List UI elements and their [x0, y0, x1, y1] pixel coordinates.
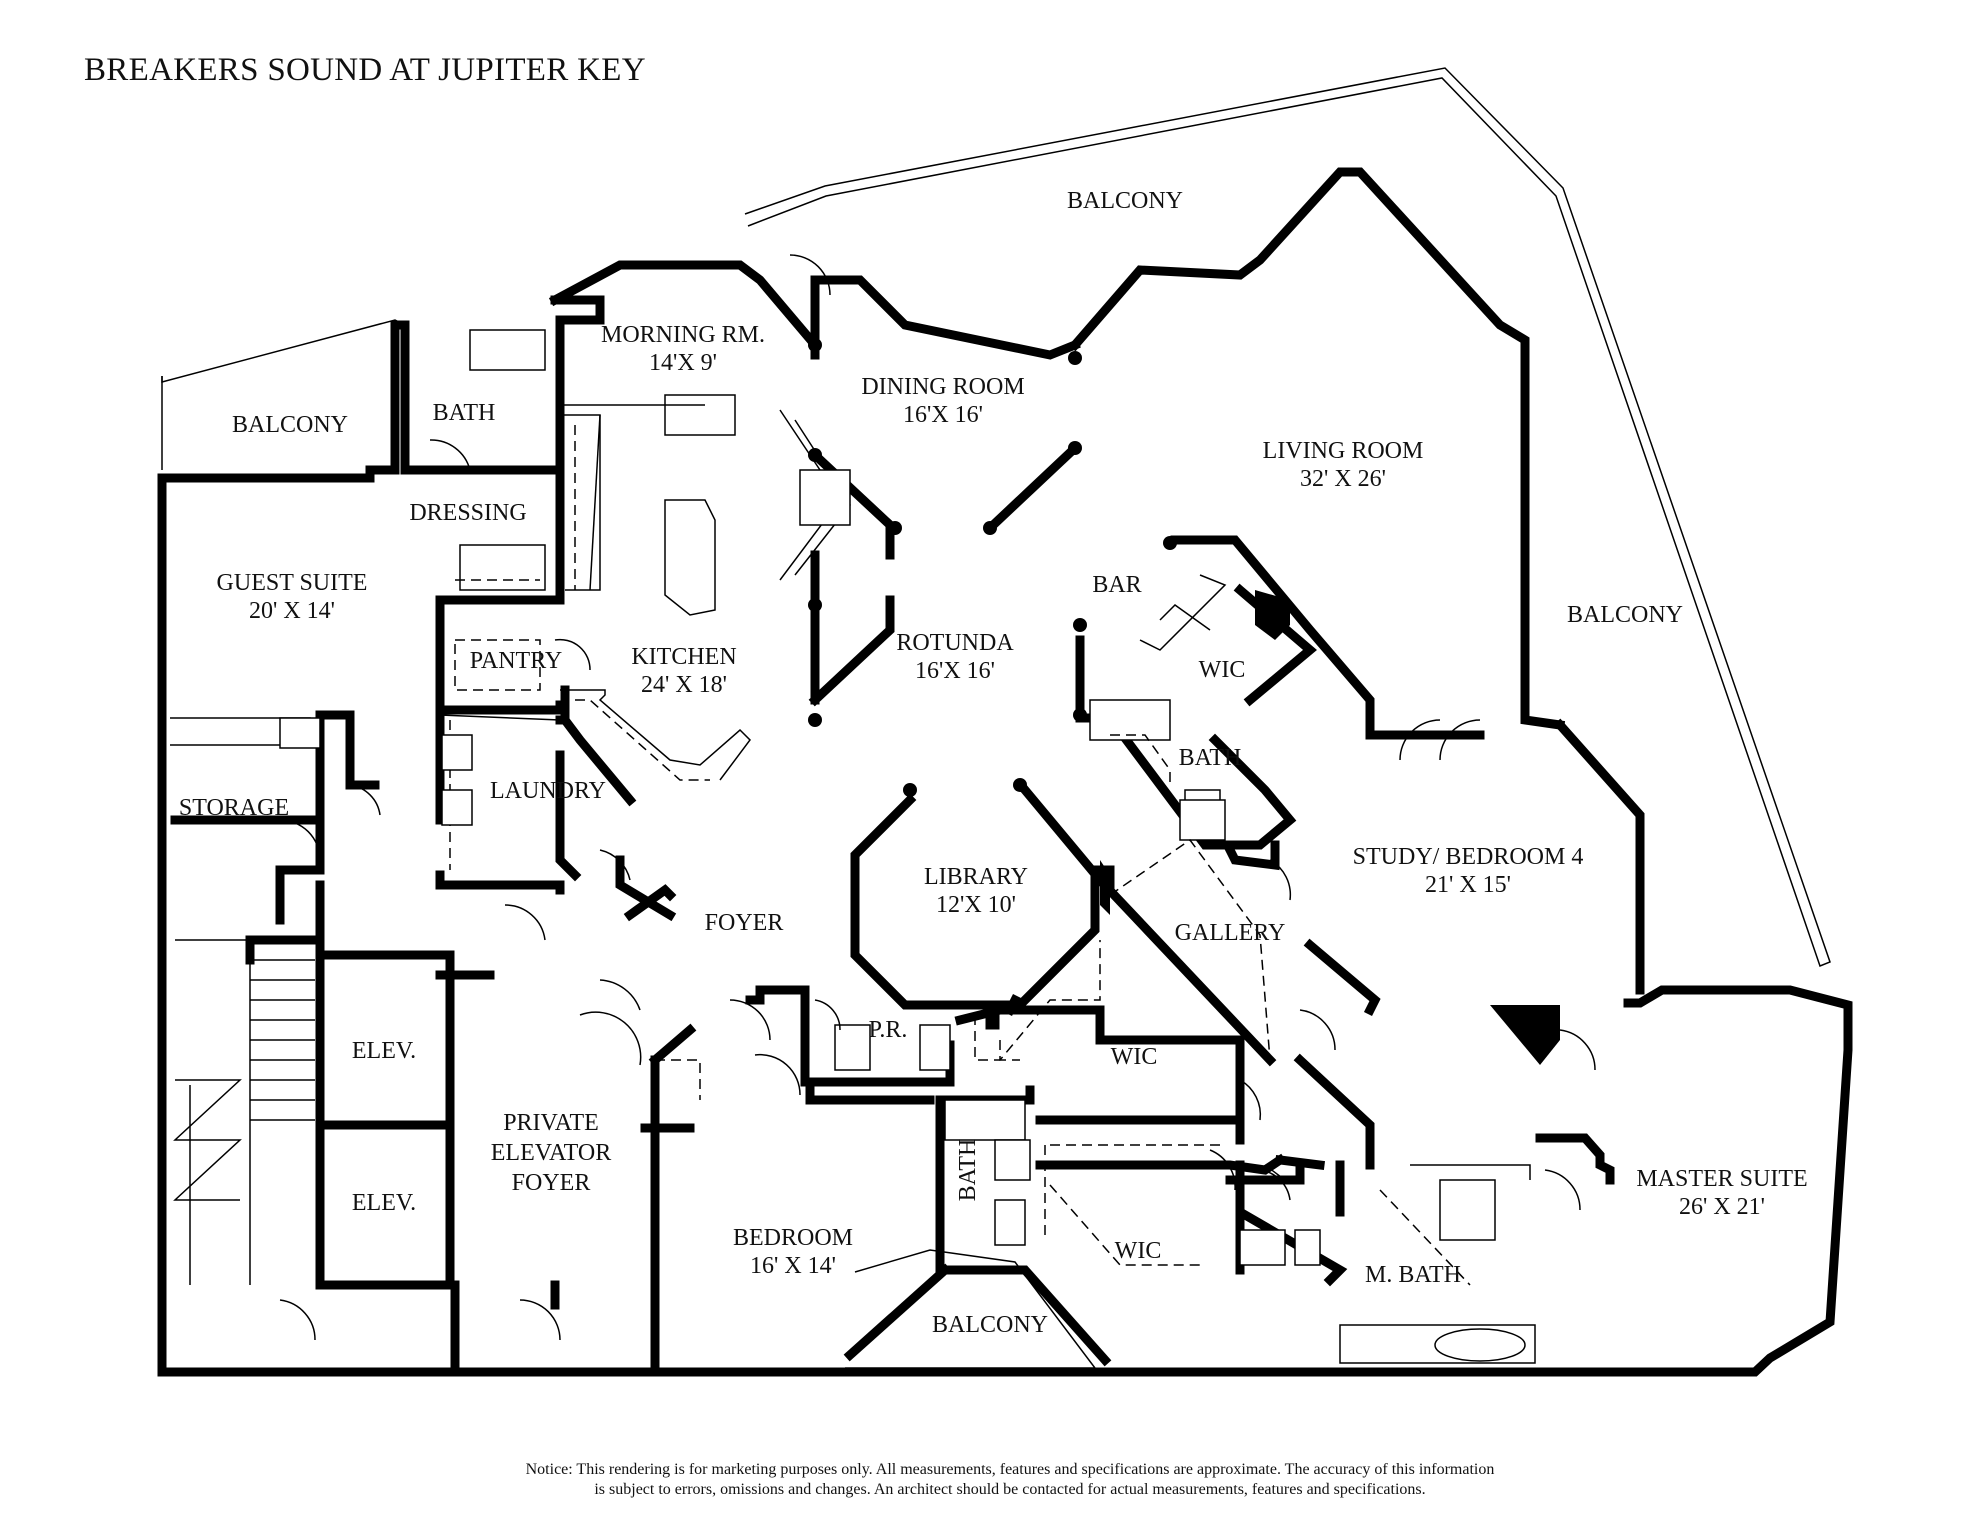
disclaimer-notice: Notice: This rendering is for marketing …: [420, 1460, 1600, 1500]
label-bath-bedroom: BATH: [955, 1139, 981, 1202]
cooktop-icon: [799, 469, 851, 526]
label-library: LIBRARY: [924, 864, 1028, 890]
label-balcony-bottom: BALCONY: [932, 1312, 1048, 1338]
stove-icon: [279, 717, 321, 749]
kitchen-island-icon: [664, 499, 716, 616]
bath-sink-icon: [994, 1199, 1026, 1246]
toilet-icon: [1239, 1229, 1286, 1266]
label-laundry: LAUNDRY: [490, 778, 606, 804]
bidet-icon: [1294, 1229, 1321, 1266]
label-elev-2: ELEV.: [352, 1190, 416, 1216]
toilet-icon: [834, 1024, 871, 1071]
label-private-foyer-1: PRIVATE: [503, 1110, 599, 1136]
toilet-icon: [1179, 799, 1226, 841]
label-living-room: LIVING ROOM: [1263, 438, 1424, 464]
label-bath-top: BATH: [433, 400, 496, 426]
column-block: [1100, 860, 1110, 915]
label-balcony-right: BALCONY: [1567, 602, 1683, 628]
label-private-foyer-3: FOYER: [512, 1170, 591, 1196]
label-master-suite-size: 26' X 21': [1679, 1194, 1765, 1220]
balcony-railings: [161, 67, 1831, 1369]
dryer-icon: [441, 789, 473, 826]
bathtub-icon: [944, 1099, 1026, 1141]
fireplace-icon: [1490, 1005, 1560, 1065]
doors: [279, 254, 1596, 1341]
fireplace-icon: [1255, 590, 1290, 640]
label-rotunda-size: 16'X 16': [915, 658, 995, 684]
room-labels: BALCONY BALCONY BALCONY BALCONY MORNING …: [179, 188, 1808, 1338]
label-dining-room-size: 16'X 16': [903, 402, 983, 428]
label-rotunda: ROTUNDA: [896, 630, 1014, 656]
label-storage: STORAGE: [179, 795, 289, 821]
label-dining-room: DINING ROOM: [861, 374, 1024, 400]
staircase: [173, 939, 315, 1285]
label-guest-suite-size: 20' X 14': [249, 598, 335, 624]
dressing-closet: [459, 544, 546, 591]
notice-line-2: is subject to errors, omissions and chan…: [594, 1481, 1426, 1498]
label-dressing: DRESSING: [409, 500, 526, 526]
label-wic-mid: WIC: [1111, 1044, 1158, 1070]
label-gallery: GALLERY: [1175, 920, 1286, 946]
label-balcony-left: BALCONY: [232, 412, 348, 438]
label-library-size: 12'X 10': [936, 892, 1016, 918]
plan-title: BREAKERS SOUND AT JUPITER KEY: [84, 52, 646, 88]
shower-icon: [1439, 1179, 1496, 1241]
label-wic-top: WIC: [1199, 657, 1246, 683]
rotunda-columns: [808, 338, 1177, 797]
notice-line-1: Notice: This rendering is for marketing …: [525, 1461, 1495, 1478]
label-kitchen: KITCHEN: [631, 644, 736, 670]
label-morning-room-size: 14'X 9': [649, 350, 717, 376]
toilet-icon: [994, 1139, 1031, 1181]
shower-icon: [1089, 699, 1171, 741]
soaking-tub-icon: [1434, 1328, 1526, 1362]
label-pr: P.R.: [869, 1017, 908, 1043]
cabinetry: [170, 329, 1536, 1364]
label-study-size: 21' X 15': [1425, 872, 1511, 898]
walls: [157, 167, 1853, 1377]
label-master-suite: MASTER SUITE: [1636, 1166, 1807, 1192]
label-living-room-size: 32' X 26': [1300, 466, 1386, 492]
label-guest-suite: GUEST SUITE: [217, 570, 368, 596]
label-elev-1: ELEV.: [352, 1038, 416, 1064]
bath-sink-icon: [919, 1024, 951, 1071]
label-study: STUDY/ BEDROOM 4: [1353, 844, 1584, 870]
washer-icon: [441, 734, 473, 771]
label-bath-mid: BATH: [1179, 745, 1242, 771]
label-private-foyer-2: ELEVATOR: [491, 1140, 611, 1166]
kitchen-sink-icon: [664, 394, 736, 436]
label-pantry: PANTRY: [470, 648, 562, 674]
label-foyer: FOYER: [705, 910, 784, 936]
label-balcony-top: BALCONY: [1067, 188, 1183, 214]
label-morning-room: MORNING RM.: [601, 322, 765, 348]
bathtub-icon: [469, 329, 546, 371]
label-bedroom: BEDROOM: [733, 1225, 853, 1251]
fireplaces: [1100, 590, 1560, 1065]
label-bar: BAR: [1092, 572, 1141, 598]
label-kitchen-size: 24' X 18': [641, 672, 727, 698]
label-bedroom-size: 16' X 14': [750, 1253, 836, 1279]
label-wic-low: WIC: [1115, 1238, 1162, 1264]
label-master-bath: M. BATH: [1365, 1262, 1461, 1288]
